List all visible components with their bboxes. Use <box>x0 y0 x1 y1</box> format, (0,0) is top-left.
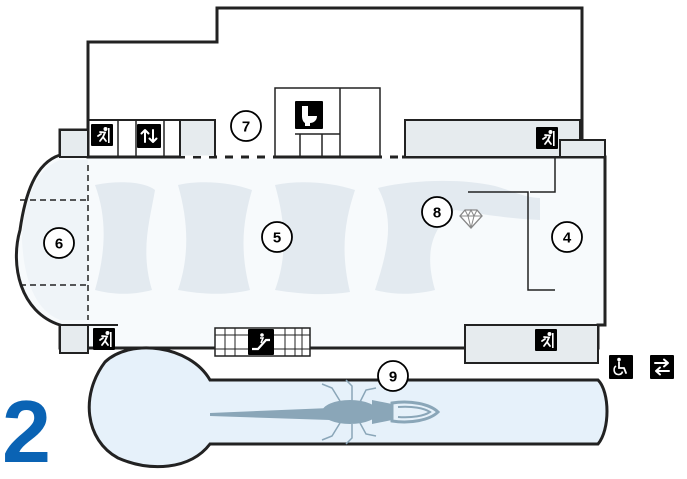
emergency-exit-icon <box>90 123 114 147</box>
emergency-exit-icon <box>92 327 116 351</box>
svg-text:7: 7 <box>242 119 250 136</box>
gray-block-bottom-right <box>464 324 599 364</box>
wheelchair-accessible-icon <box>609 355 633 379</box>
svg-text:4: 4 <box>563 230 572 247</box>
emergency-exit-icon <box>534 328 558 352</box>
gray-block-left <box>59 129 89 158</box>
gray-block-top-1 <box>179 119 216 158</box>
svg-text:9: 9 <box>389 369 397 386</box>
floor-number: 2 <box>2 382 51 479</box>
svg-text:6: 6 <box>55 236 63 253</box>
room-marker-7[interactable]: 7 <box>230 110 262 142</box>
room-marker-4[interactable]: 4 <box>551 221 583 253</box>
room-marker-6[interactable]: 6 <box>43 227 75 259</box>
gray-block-right <box>559 139 606 158</box>
svg-text:8: 8 <box>433 205 441 222</box>
restroom-enclosure <box>274 87 381 158</box>
restroom-icon <box>295 101 323 129</box>
svg-text:5: 5 <box>273 230 281 247</box>
room-marker-8[interactable]: 8 <box>421 196 453 228</box>
gem-icon <box>459 208 483 229</box>
elevator-icon <box>137 124 161 148</box>
room-marker-9[interactable]: 9 <box>377 360 409 392</box>
gray-block-bottom-left <box>59 324 89 354</box>
emergency-exit-icon <box>535 126 559 150</box>
specimen-silhouette <box>210 379 441 445</box>
hall-floor-pattern <box>95 180 540 295</box>
escalator-icon <box>248 329 274 355</box>
room-marker-5[interactable]: 5 <box>261 221 293 253</box>
transfer-arrows-icon <box>650 355 674 379</box>
